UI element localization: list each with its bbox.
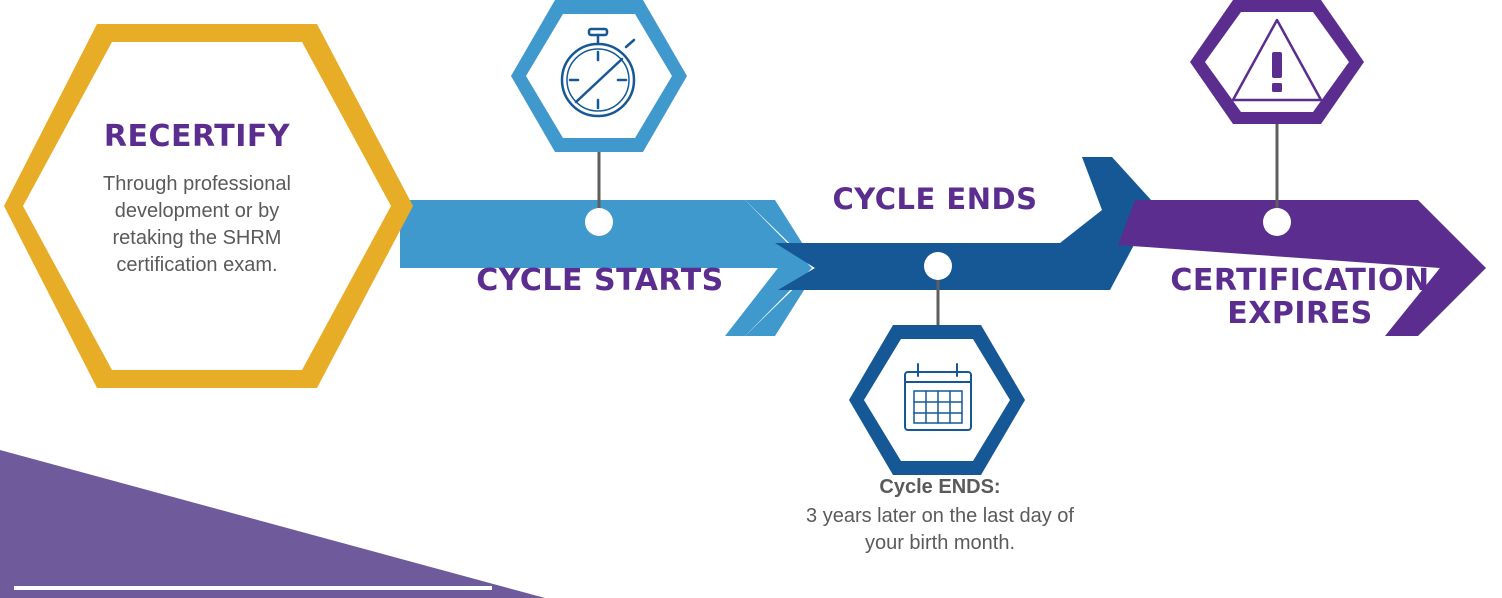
cycle-ends-note-text: 3 years later on the last day of your bi… xyxy=(806,505,1074,554)
cycle-ends-node xyxy=(924,252,952,280)
recertify-hexagon-inner xyxy=(23,42,391,370)
cycle-ends-band xyxy=(775,157,1158,290)
cycle-starts-node xyxy=(585,208,613,236)
certification-expires-title-line1: CERTIFICATION xyxy=(1170,263,1430,298)
cycle-starts-band xyxy=(400,200,818,336)
certification-expires-title: CERTIFICATION EXPIRES xyxy=(1150,264,1450,330)
cycle-ends-arrow xyxy=(1062,157,1162,268)
recertify-description: Through professional development or by r… xyxy=(103,173,291,276)
certification-expires-arrow xyxy=(1385,200,1486,336)
warning-icon xyxy=(1231,18,1323,102)
stopwatch-icon xyxy=(560,27,636,118)
cycle-ends-note-heading: Cycle ENDS: xyxy=(879,476,1001,498)
cycle-ends-title: CYCLE ENDS xyxy=(832,182,1038,216)
certification-expires-band xyxy=(1118,200,1482,336)
cycle-starts-title: CYCLE STARTS xyxy=(476,263,724,298)
cycle-starts-hexagon-inner xyxy=(526,14,672,138)
recertify-title: RECERTIFY xyxy=(103,119,291,154)
cycle-starts-arrow xyxy=(400,200,812,336)
certification-expires-title-line2: EXPIRES xyxy=(1227,296,1373,331)
certification-expires-node xyxy=(1263,208,1291,236)
calendar-icon xyxy=(904,363,972,431)
cycle-ends-hexagon-inner xyxy=(864,339,1010,461)
decorative-purple-wedge xyxy=(0,450,545,598)
